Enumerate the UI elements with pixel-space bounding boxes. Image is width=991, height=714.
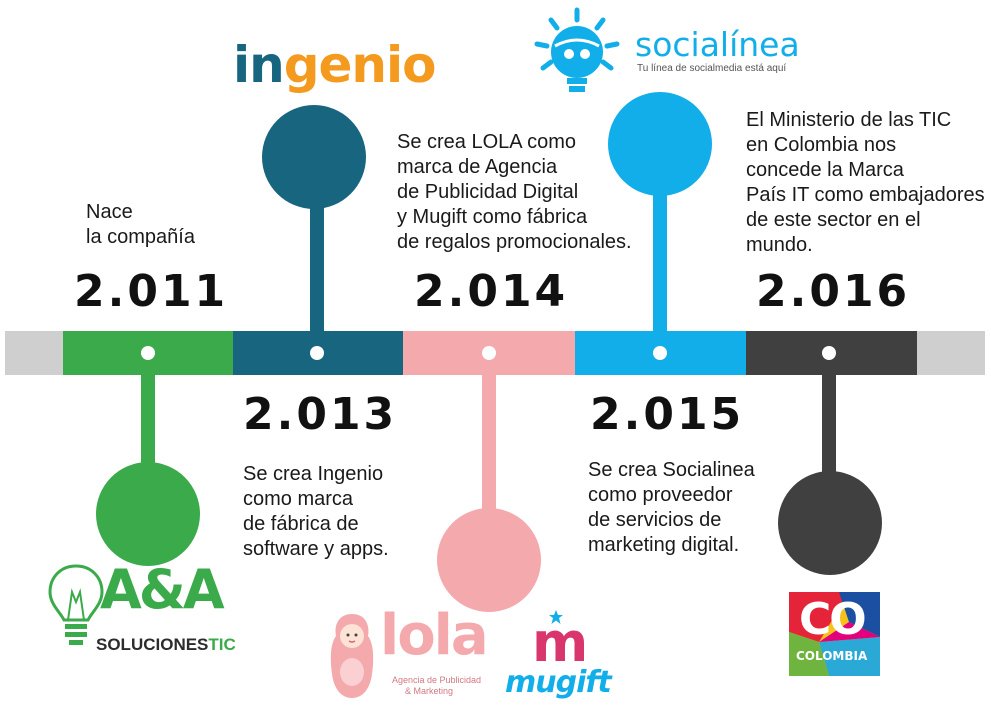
socialinea-logo-name: socialínea: [635, 25, 800, 64]
lola-logo-tagline1: Agencia de Publicidad: [392, 675, 482, 685]
ayA-logo-sub1: SOLUCIONES: [96, 635, 209, 654]
circle-2013: [262, 105, 366, 209]
year-2015: 2.015: [590, 389, 745, 440]
colombia-logo-name: COLOMBIA: [796, 649, 868, 663]
ayA-logo-sub2: TIC: [208, 635, 236, 654]
lola-logo-tagline2: & Marketing: [405, 686, 454, 696]
desc-2016: El Ministerio de las TIC en Colombia nos…: [746, 109, 985, 256]
circle-2015: [608, 92, 712, 196]
stem-2014: [482, 362, 496, 522]
ayA-logo-sub: SOLUCIONESTIC: [96, 636, 236, 653]
mugift-logo-name: mugift: [505, 665, 612, 700]
desc-2013: Se crea Ingenio como marca de fábrica de…: [243, 463, 389, 560]
ayA-logo-mark: A&A: [100, 558, 225, 621]
stem-2016: [822, 362, 836, 492]
matryoshka-doll-icon: [328, 612, 376, 700]
ingenio-logo: ingenio: [233, 40, 437, 90]
circle-2016: [778, 471, 882, 575]
stem-2011: [141, 362, 155, 472]
stem-2015: [653, 190, 667, 350]
dot-2015: [653, 346, 667, 360]
colombia-logo-mark: CO: [799, 594, 867, 645]
timeline-segment-right: [917, 331, 985, 375]
year-2016: 2.016: [756, 266, 911, 317]
stem-2013: [310, 200, 324, 350]
lola-logo-name: lola: [380, 603, 489, 668]
dot-2013: [310, 346, 324, 360]
mugift-star-icon: [549, 610, 563, 624]
dot-2014: [482, 346, 496, 360]
socialinea-logo-tagline: Tu línea de socialmedia está aquí: [637, 63, 787, 74]
circle-2011: [96, 462, 200, 566]
year-2013: 2.013: [243, 389, 398, 440]
desc-2015: Se crea Socialinea como proveedor de ser…: [588, 459, 755, 556]
desc-2011: Nace la compañía: [86, 201, 195, 248]
circle-2014: [437, 508, 541, 612]
dot-2011: [141, 346, 155, 360]
desc-2014: Se crea LOLA como marca de Agencia de Pu…: [397, 131, 632, 253]
ingenio-logo-part1: in: [233, 36, 285, 94]
year-2014: 2.014: [414, 266, 569, 317]
mugift-logo-mark: m: [532, 611, 589, 674]
dot-2016: [822, 346, 836, 360]
timeline-segment-left: [5, 331, 63, 375]
year-2011: 2.011: [74, 266, 229, 317]
lightbulb-icon: [46, 562, 106, 652]
ingenio-logo-part2: genio: [283, 36, 437, 94]
socialinea-bulb-icon: [527, 4, 627, 100]
colombia-logo: CO COLOMBIA: [789, 592, 880, 676]
